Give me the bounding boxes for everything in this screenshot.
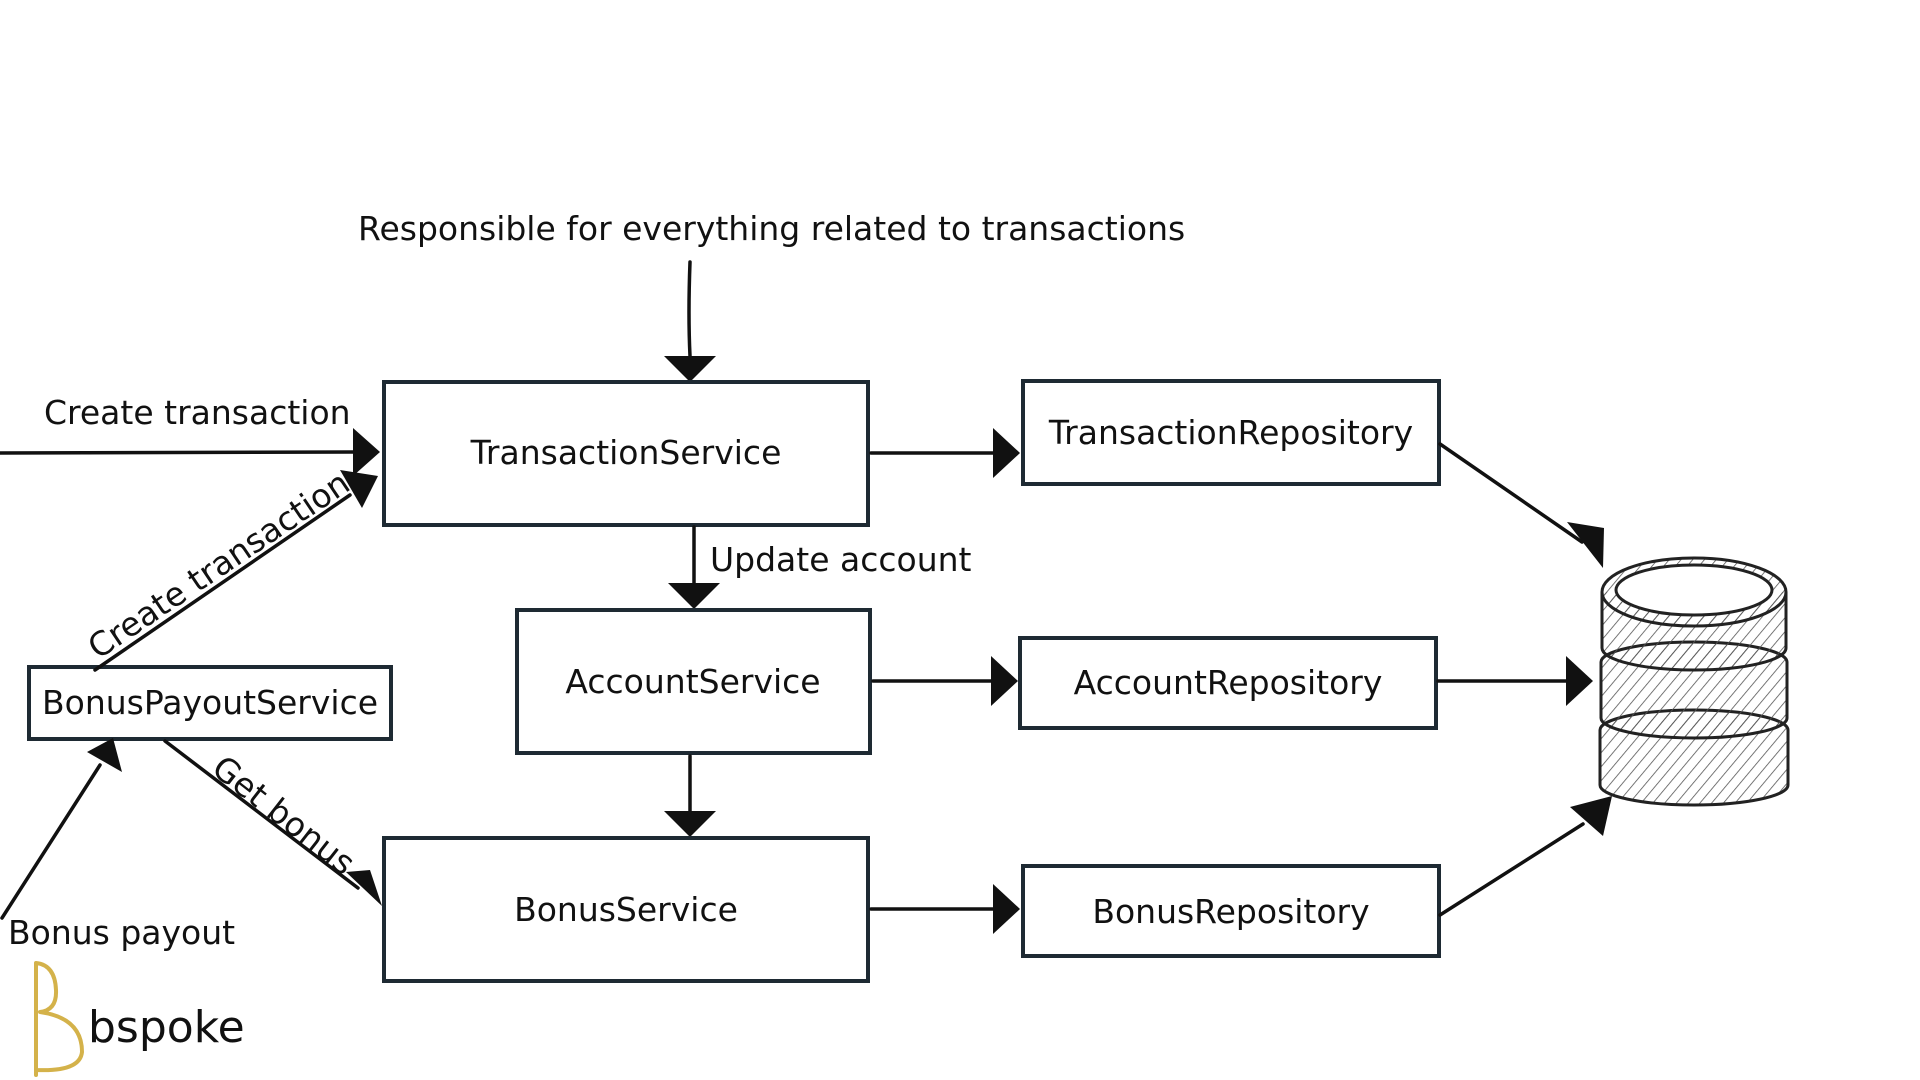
bonus-repo-to-db-arrowhead	[1570, 796, 1612, 836]
annotation-arrow-line	[687, 260, 692, 358]
update-account-arrowhead	[668, 583, 720, 609]
account-to-bonus-arrowhead	[664, 811, 716, 837]
account-repo-to-db-arrowhead	[1566, 656, 1593, 706]
get-bonus-line	[163, 739, 360, 890]
bspoke-logo-mark	[34, 961, 84, 1077]
bonus-payout-label: Bonus payout	[8, 913, 235, 952]
account-repository-label: AccountRepository	[1074, 663, 1383, 702]
transaction-to-repo-arrowhead	[993, 428, 1020, 478]
account-repository-node: AccountRepository	[1018, 636, 1438, 730]
transaction-repository-node: TransactionRepository	[1021, 379, 1441, 486]
database-icon	[1598, 556, 1790, 807]
update-account-label: Update account	[710, 540, 972, 579]
annotation-arrowhead	[664, 356, 716, 382]
bonus-repository-node: BonusRepository	[1021, 864, 1441, 958]
bspoke-logo-text: bspoke	[88, 1002, 245, 1053]
bonus-to-repo-arrowhead	[993, 884, 1020, 934]
bspoke-logo: bspoke	[34, 961, 245, 1077]
account-to-repo-arrowhead	[991, 656, 1018, 706]
bonus-payout-arrow-line	[0, 763, 102, 920]
bonus-repository-label: BonusRepository	[1092, 892, 1369, 931]
bonus-service-label: BonusService	[514, 890, 738, 929]
create-transaction-arrow-line	[0, 450, 357, 455]
create-transaction-arrowhead	[353, 428, 380, 476]
transaction-repository-label: TransactionRepository	[1048, 413, 1413, 452]
payout-create-transaction-arrowhead	[340, 470, 378, 508]
annotation-text: Responsible for everything related to tr…	[358, 209, 1185, 248]
account-service-label: AccountService	[565, 662, 820, 701]
create-transaction-label: Create transaction	[44, 393, 351, 432]
transaction-repo-to-db-line	[1438, 442, 1584, 544]
bonus-repo-to-db-line	[1438, 822, 1585, 917]
payout-create-transaction-label: Create transaction	[81, 463, 357, 667]
account-service-node: AccountService	[515, 608, 872, 755]
transaction-repo-to-db-arrowhead	[1567, 522, 1604, 568]
transaction-service-label: TransactionService	[470, 433, 782, 472]
transaction-service-node: TransactionService	[382, 380, 870, 527]
bonus-payout-service-node: BonusPayoutService	[27, 665, 393, 741]
get-bonus-arrowhead	[346, 870, 382, 906]
payout-create-transaction-line	[93, 493, 352, 672]
bonus-payout-service-label: BonusPayoutService	[42, 683, 378, 722]
bonus-payout-arrowhead	[87, 738, 122, 772]
bonus-service-node: BonusService	[382, 836, 870, 983]
get-bonus-label: Get bonus	[205, 748, 363, 883]
